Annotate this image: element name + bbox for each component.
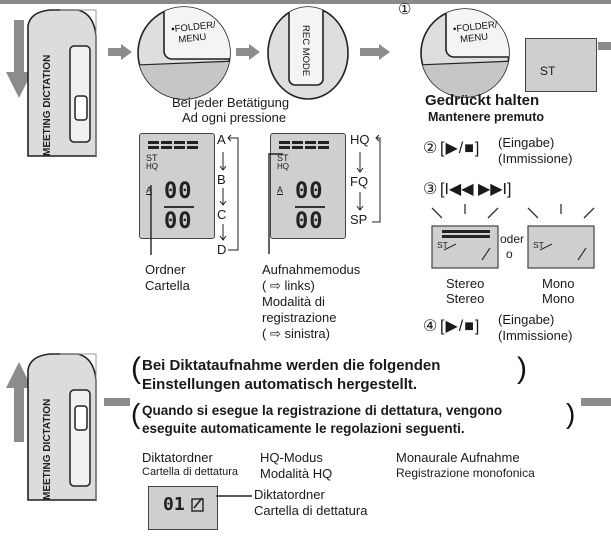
folder-label-de: Ordner	[145, 262, 186, 277]
cycle-c: C	[217, 207, 227, 222]
mono-display: ST	[527, 204, 595, 269]
mode-fq: FQ	[350, 174, 369, 189]
svg-text:MENU: MENU	[460, 31, 489, 45]
svg-text:•FOLDER/: •FOLDER/	[453, 19, 499, 35]
dictation-folder-de: Diktatordner	[254, 487, 325, 502]
svg-text:MENU: MENU	[178, 32, 207, 46]
setting-folder-it: Cartella di dettatura	[142, 466, 238, 478]
mode-sp: SP	[350, 212, 368, 227]
step-4-button: [▶/■]	[440, 318, 481, 335]
right-arrow-icon	[360, 44, 390, 60]
step-3-mark: ③	[423, 181, 438, 198]
setting-hq-de: HQ-Modus	[260, 450, 323, 465]
right-arrow-icon	[108, 44, 132, 60]
link-bar	[104, 398, 130, 406]
stereo-it: Stereo	[446, 291, 485, 306]
setting-mono-de: Monaurale Aufnahme	[396, 450, 520, 465]
device-slider-bottom: MEETING DICTATION	[27, 353, 97, 501]
step-2-button: [▶/■]	[440, 140, 481, 157]
setting-mono-it: Registrazione monofonica	[396, 466, 535, 480]
device-slider-top: MEETING DICTATION	[27, 9, 97, 157]
mode-hq: HQ	[350, 132, 370, 147]
step-1-mark: ①	[398, 1, 412, 18]
auto-de-line2: Einstellungen automatisch hergestellt.	[142, 376, 418, 393]
or-it: o	[506, 247, 513, 261]
mono-it: Mono	[542, 291, 575, 306]
mono-de: Mono	[542, 276, 575, 291]
hold-de: Gedrückt halten	[425, 92, 540, 109]
step-2-mark: ②	[423, 140, 438, 157]
svg-text:•FOLDER/: •FOLDER/	[171, 20, 217, 36]
folder-menu-button-zoom: •FOLDER/ MENU	[137, 6, 231, 100]
step-4-de: (Eingabe)	[498, 312, 555, 327]
mode-cycle-arrows	[356, 134, 381, 223]
mode-pointer	[268, 153, 283, 254]
down-arrow-icon	[6, 20, 32, 98]
mode-label-5: ( ⇨ sinistra)	[262, 326, 330, 341]
svg-text:ST: ST	[533, 240, 544, 250]
mode-label-4: registrazione	[262, 310, 337, 325]
stereo-display: ST	[431, 204, 499, 269]
folder-pointer	[150, 185, 152, 255]
svg-text:REC MODE: REC MODE	[300, 25, 311, 76]
auto-it-line2: eseguite automaticamente le regolazioni …	[142, 421, 465, 436]
top-rule	[0, 0, 611, 4]
dictation-folder-lcd: 01	[148, 486, 218, 530]
step-2-de: (Eingabe)	[498, 135, 555, 150]
press-each-it: Ad ogni pressione	[182, 110, 287, 125]
right-arrow-icon	[236, 44, 260, 60]
up-arrow-icon	[6, 362, 32, 442]
step-3-buttons: [I◀◀ ▶▶I]	[440, 181, 512, 198]
lcd-display-mode: ST HQ A 00 00	[270, 133, 346, 239]
or-de: oder	[500, 232, 525, 246]
folder-cycle-arrows	[219, 134, 239, 251]
dictation-pointer	[216, 495, 252, 497]
auto-de-line1: Bei Diktataufnahme werden die folgenden	[142, 357, 441, 374]
folder-label-it: Cartella	[145, 278, 190, 293]
svg-text:ST: ST	[437, 240, 448, 250]
cycle-a: A	[217, 132, 226, 147]
setting-folder-de: Diktatordner	[142, 450, 213, 465]
link-bar-right	[581, 398, 611, 406]
rec-mode-button-zoom: REC MODE	[267, 6, 349, 100]
cycle-d: D	[217, 242, 227, 257]
dictation-icon	[191, 497, 204, 512]
step-4-it: (Immissione)	[498, 328, 573, 343]
folder-menu-hold-zoom: •FOLDER/ MENU	[420, 8, 510, 98]
step-4-mark: ④	[423, 318, 438, 335]
hold-it: Mantenere premuto	[428, 110, 544, 124]
press-each-de: Bei jeder Betätigung	[172, 95, 290, 110]
slider-label: MEETING DICTATION	[42, 55, 53, 156]
mode-label-3: Modalità di	[262, 294, 325, 309]
auto-it-line1: Quando si esegue la registrazione di det…	[142, 403, 503, 418]
slider-label-bottom: MEETING DICTATION	[42, 399, 53, 500]
setting-hq-it: Modalità HQ	[260, 466, 333, 481]
mode-label-2: ( ⇨ links)	[262, 278, 315, 293]
st-display-box: ST	[525, 38, 597, 92]
mode-label-1: Aufnahmemodus	[262, 262, 361, 277]
stereo-de: Stereo	[446, 276, 485, 291]
continue-arrow	[598, 42, 611, 50]
step-2-it: (Immissione)	[498, 151, 573, 166]
cycle-b: B	[217, 172, 226, 187]
dictation-folder-it: Cartella di dettatura	[254, 503, 368, 518]
